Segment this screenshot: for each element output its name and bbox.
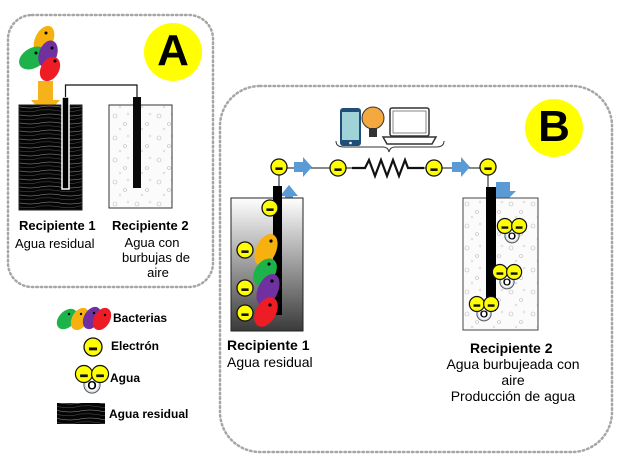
panel-b-electrode-2 (486, 187, 496, 311)
panel-a-electrode-2 (133, 97, 141, 188)
devices-brace (335, 140, 445, 153)
flow-arrow-up-icon (280, 185, 298, 203)
electron-icon (261, 199, 279, 217)
legend-label-water: Agua (110, 371, 140, 385)
electron-icon (425, 159, 443, 177)
electron-icon (496, 217, 513, 235)
electron-icon (491, 263, 508, 281)
bacteria-on-electrode-icon (253, 234, 280, 327)
panel-a-border (6, 13, 215, 289)
electron-icon (83, 337, 103, 357)
panel-a-electrode-1 (61, 96, 70, 190)
laptop-icon (381, 107, 438, 145)
panel-a-wire (64, 84, 138, 97)
oxygen-label: O (508, 231, 516, 243)
legend-label-wastewater: Agua residual (109, 407, 189, 421)
panel-b-container-2-title: Recipiente 2 (470, 340, 553, 356)
panel-b-badge: B (538, 102, 570, 151)
panel-a-badge-circle (144, 23, 202, 81)
electron-icon (329, 159, 347, 177)
panel-a-container-1-title: Recipiente 1 (19, 218, 96, 233)
flow-arrow-icon (294, 157, 312, 177)
electron-icon (236, 304, 254, 322)
electron-icon (270, 158, 288, 176)
bacteria-cluster-icon (19, 25, 61, 82)
oxygen-label: O (480, 309, 488, 321)
oxygen-label: O (503, 277, 511, 289)
water-molecule-icon: O (496, 217, 528, 244)
panel-b-border (218, 84, 614, 454)
electron-icon (236, 241, 254, 259)
oxygen-label: O (87, 378, 96, 392)
panel-b-container-2-desc-1: Agua burbujeada con (446, 356, 580, 372)
panel-a-container-1 (18, 104, 83, 211)
electron-icon (483, 295, 500, 313)
electrons-layer: O O O O (74, 158, 528, 394)
legend-label-electron: Electrón (111, 339, 160, 353)
panel-a-badge: A (157, 26, 189, 75)
electron-icon (236, 279, 254, 297)
electron-icon (511, 217, 528, 235)
legend-wastewater-icon (57, 403, 105, 424)
panel-b-electrode-1 (273, 186, 282, 315)
panel-b-container-1-title: Recipiente 1 (227, 337, 310, 353)
panel-b-container-1-desc: Agua residual (227, 354, 313, 370)
panel-a-container-1-desc: Agua residual (15, 236, 95, 251)
light-bulb-icon (361, 106, 385, 137)
water-molecule-icon: O (468, 295, 500, 322)
flow-arrow-icon (452, 157, 470, 177)
panel-a-container-2-title: Recipiente 2 (112, 218, 189, 233)
panel-a-container-2-desc-1: Agua con (124, 235, 180, 250)
legend-label-bacteria: Bacterias (113, 311, 168, 325)
panel-b-container-2-desc-2: aire (501, 372, 525, 388)
panel-a-container-2-desc-3: aire (147, 265, 169, 280)
legend-bacteria-icon (56, 306, 112, 331)
water-molecule-icon: O (491, 263, 523, 290)
flow-arrow-down-icon (490, 182, 516, 204)
electron-icon (468, 295, 485, 313)
electron-icon (90, 364, 110, 384)
electron-icon (74, 364, 94, 384)
panel-b-container-2-desc-3: Producción de agua (450, 388, 576, 404)
resistor-icon (352, 156, 424, 180)
panel-b-badge-circle (525, 99, 583, 157)
electron-icon (506, 263, 523, 281)
panel-a-container-2-desc-2: burbujas de (122, 250, 190, 265)
electron-icon (479, 158, 497, 176)
phone-icon (340, 108, 361, 146)
water-molecule-icon: O (74, 364, 110, 394)
